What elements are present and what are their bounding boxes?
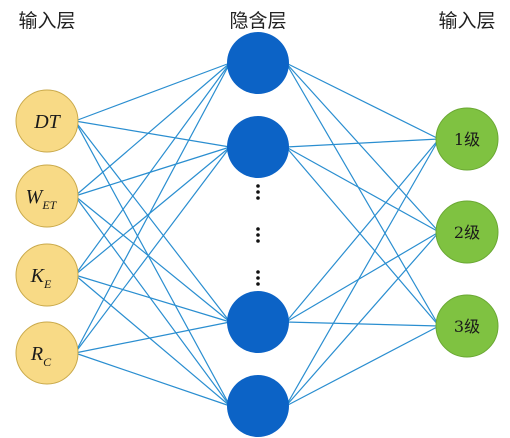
input-node-label: DT (33, 111, 61, 133)
edge-input-1-hidden-3 (74, 120, 231, 323)
hidden-node-3 (227, 291, 289, 353)
edge-hidden-3-output-2 (285, 231, 440, 323)
input-node-label: WET (26, 186, 58, 212)
edge-input-3-hidden-2 (74, 146, 231, 276)
edge-input-2-hidden-1 (74, 62, 231, 197)
edge-hidden-1-output-3 (285, 62, 440, 327)
edge-input-2-hidden-2 (74, 146, 231, 197)
edge-input-4-hidden-4 (74, 352, 231, 407)
edge-input-3-hidden-4 (74, 274, 231, 407)
output-layer: 1级 2级 3级 (435, 107, 499, 358)
input-node-circle (15, 164, 79, 228)
connection-edges (74, 62, 440, 407)
output-node-circle (435, 294, 499, 358)
output-node-3: 3级 (435, 294, 499, 358)
input-node-main: DT (33, 111, 61, 133)
output-node-circle (435, 200, 499, 264)
input-node-main: W (26, 186, 45, 208)
output-node-label: 1级 (454, 130, 480, 149)
input-node-main: R (30, 343, 43, 365)
edge-hidden-4-output-3 (285, 325, 440, 407)
edge-hidden-1-output-1 (285, 62, 440, 140)
ellipsis-dot (256, 239, 260, 243)
hidden-node-2 (227, 116, 289, 178)
edge-input-3-hidden-1 (74, 62, 231, 276)
hidden-ellipsis (256, 184, 260, 286)
input-node-main: K (30, 265, 46, 287)
input-node-circle (15, 321, 79, 385)
edge-input-2-hidden-3 (74, 195, 231, 323)
ellipsis-dot (256, 282, 260, 286)
edge-input-4-hidden-3 (74, 321, 231, 354)
edge-hidden-2-output-2 (285, 146, 440, 233)
input-node-2: WET (15, 164, 79, 228)
ellipsis-dot (256, 233, 260, 237)
ellipsis-dot (256, 184, 260, 188)
edge-hidden-3-output-3 (285, 321, 440, 327)
ellipsis-dot (256, 190, 260, 194)
input-node-label: KE (30, 265, 52, 291)
input-node-subscript: E (43, 277, 52, 291)
edge-input-2-hidden-4 (74, 195, 231, 407)
output-layer-title: 输入层 (438, 10, 495, 32)
input-node-circle (15, 89, 79, 153)
edge-hidden-4-output-1 (285, 138, 440, 407)
edge-hidden-4-output-2 (285, 231, 440, 407)
input-node-subscript: ET (41, 198, 57, 212)
edge-input-1-hidden-2 (74, 120, 231, 148)
edge-input-4-hidden-1 (74, 62, 231, 354)
edge-input-4-hidden-2 (74, 146, 231, 354)
input-layer: DT WET KE RC (15, 89, 79, 385)
edge-hidden-2-output-1 (285, 138, 440, 148)
output-node-label: 2级 (454, 223, 480, 242)
input-node-3: KE (15, 243, 79, 307)
input-node-1: DT (15, 89, 79, 153)
edge-input-1-hidden-1 (74, 62, 231, 122)
hidden-layer-title: 隐含层 (229, 10, 286, 32)
input-node-subscript: C (43, 355, 52, 369)
hidden-node-4 (227, 375, 289, 437)
edge-hidden-3-output-1 (285, 138, 440, 323)
ellipsis-dot (256, 196, 260, 200)
ellipsis-dot (256, 227, 260, 231)
input-node-label: RC (30, 343, 52, 369)
hidden-layer (227, 32, 289, 437)
hidden-node-1 (227, 32, 289, 94)
ellipsis-dot (256, 276, 260, 280)
ellipsis-dot (256, 270, 260, 274)
input-layer-title: 输入层 (18, 10, 75, 32)
edge-hidden-2-output-3 (285, 146, 440, 327)
input-node-circle (15, 243, 79, 307)
output-node-1: 1级 (435, 107, 499, 171)
output-node-label: 3级 (454, 317, 480, 336)
input-node-4: RC (15, 321, 79, 385)
output-node-2: 2级 (435, 200, 499, 264)
edge-input-1-hidden-4 (74, 120, 231, 407)
edge-input-3-hidden-3 (74, 274, 231, 323)
output-node-circle (435, 107, 499, 171)
edge-hidden-1-output-2 (285, 62, 440, 233)
